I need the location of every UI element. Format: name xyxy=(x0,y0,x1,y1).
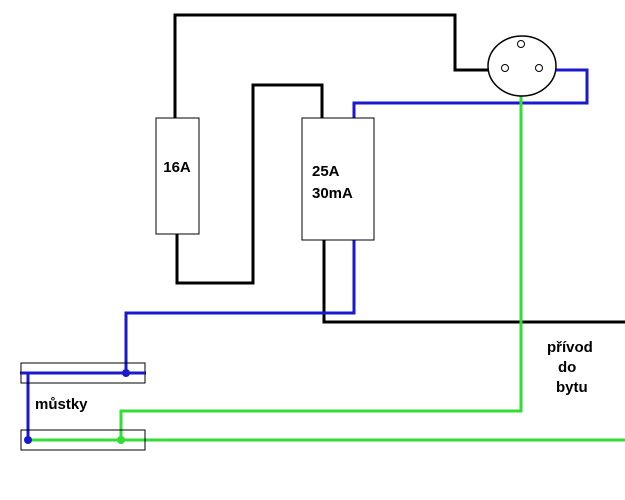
phase-wire-fuse-to-socket xyxy=(173,13,503,118)
fuse-label: 16A xyxy=(163,159,191,176)
junction-dot-neutral-bottom xyxy=(24,436,32,444)
neutral-wire-rcd-to-socket xyxy=(352,68,589,118)
earth-wires xyxy=(28,90,625,442)
rcd-label-line1: 25A xyxy=(312,163,340,180)
bridges-label: můstky xyxy=(35,396,88,413)
junction-dot-earth xyxy=(117,436,125,444)
rcd-label-line2: 30mA xyxy=(312,185,353,202)
junction-dot-neutral-top xyxy=(122,369,130,377)
supply-label-line2: do xyxy=(558,359,576,376)
supply-label-line1: přívod xyxy=(547,339,593,356)
socket-body xyxy=(487,35,557,97)
fuse-box xyxy=(155,117,200,235)
earth-wire-socket-to-bridge xyxy=(119,90,523,440)
socket-pin-right xyxy=(535,64,543,72)
socket-pin-left xyxy=(501,64,509,72)
rcd-box xyxy=(301,117,375,241)
neutral-wire-rcd-to-bridge xyxy=(124,240,356,373)
supply-label-line3: bytu xyxy=(556,379,588,396)
phase-wire-fuse-to-rcd xyxy=(175,83,324,285)
phase-wires xyxy=(173,13,625,324)
phase-wire-rcd-to-supply xyxy=(322,240,625,324)
bridge-strip-bottom xyxy=(20,429,146,451)
socket-pin-earth xyxy=(517,40,525,48)
